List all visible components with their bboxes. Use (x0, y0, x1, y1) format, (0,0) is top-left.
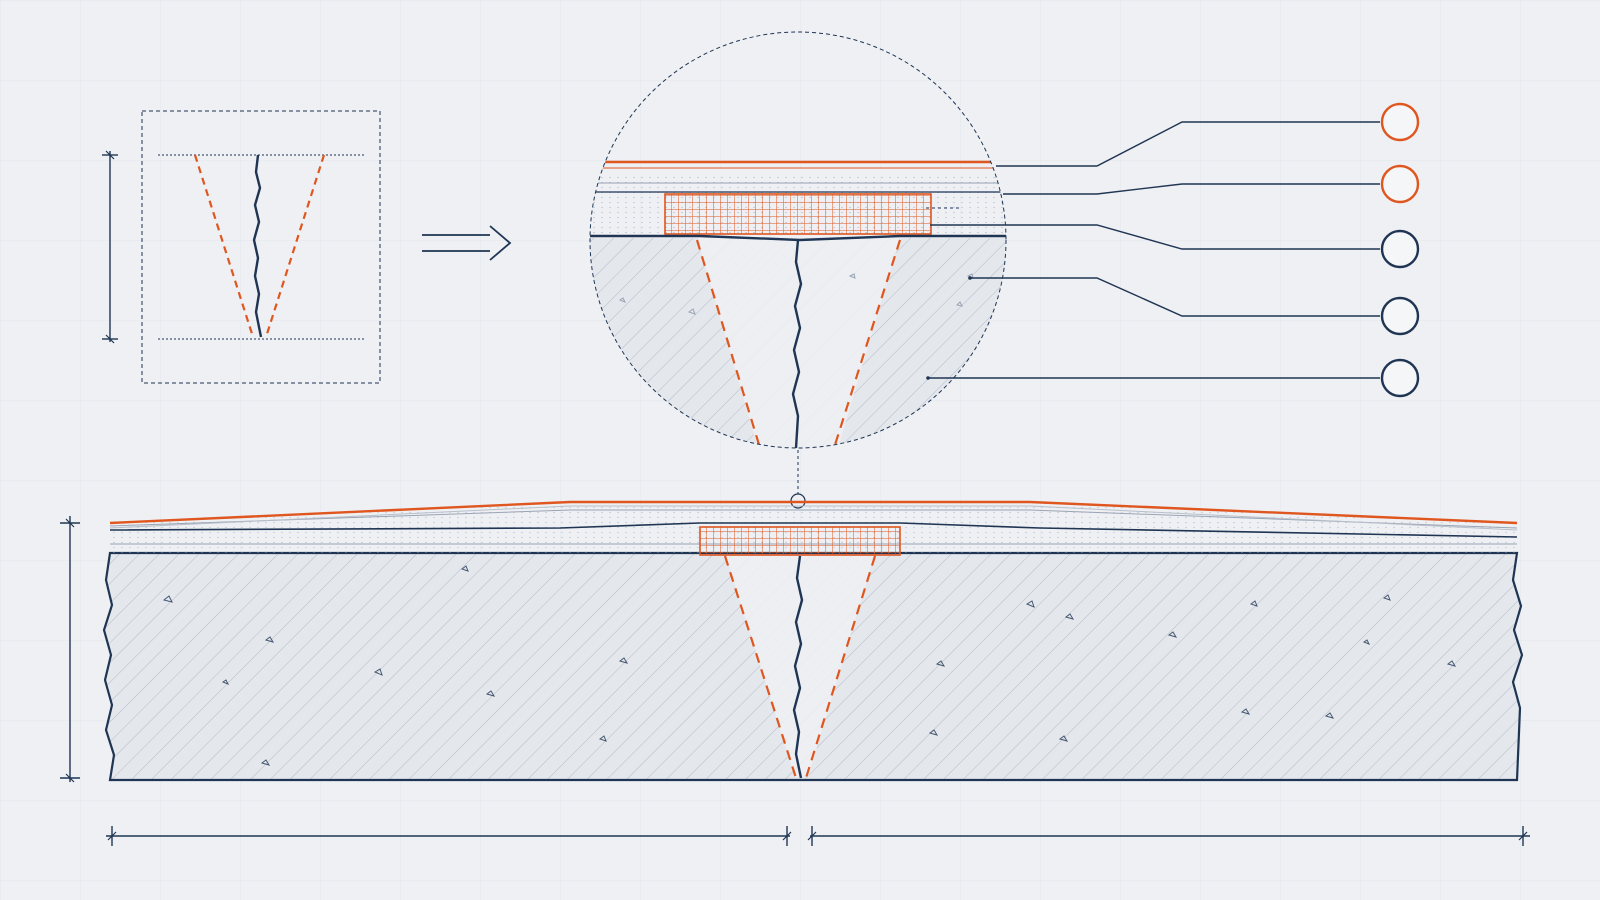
marker-3 (1380, 229, 1420, 269)
inset-frame (141, 110, 381, 384)
leader-dots (926, 276, 972, 380)
crack (792, 555, 804, 779)
main-cross-section (102, 500, 1524, 782)
detail-reinforcement-mesh (665, 194, 931, 234)
leader-4 (970, 277, 1380, 317)
detail-circle-outline (589, 31, 1007, 449)
marker-5 (1380, 358, 1420, 398)
callout-leaders (928, 121, 1380, 379)
marker-2 (1380, 164, 1420, 204)
inset-crack (252, 154, 263, 338)
width-dimension (106, 826, 1530, 846)
reinforcement-mesh (700, 527, 900, 555)
callout-markers (1380, 102, 1420, 398)
groove-fill (725, 553, 875, 777)
marker-1 (1380, 102, 1420, 142)
marker-4 (1380, 296, 1420, 336)
arrow-right-icon (422, 225, 512, 261)
height-dimension (60, 516, 80, 783)
leader-1 (996, 121, 1380, 167)
v-groove-right (804, 555, 877, 779)
v-groove-left (723, 555, 798, 779)
aggregate (162, 565, 1457, 766)
inset-height-dimension (102, 150, 118, 344)
leader-3 (930, 224, 1380, 250)
inset-v-groove-left (193, 154, 255, 338)
overlay-basecoat (109, 522, 1518, 538)
slab-outline (102, 551, 1524, 782)
overlay-topcoat (109, 500, 1518, 525)
inset-crack-view (102, 110, 381, 384)
leader-2 (1003, 183, 1380, 195)
inset-v-groove-right (264, 154, 326, 338)
